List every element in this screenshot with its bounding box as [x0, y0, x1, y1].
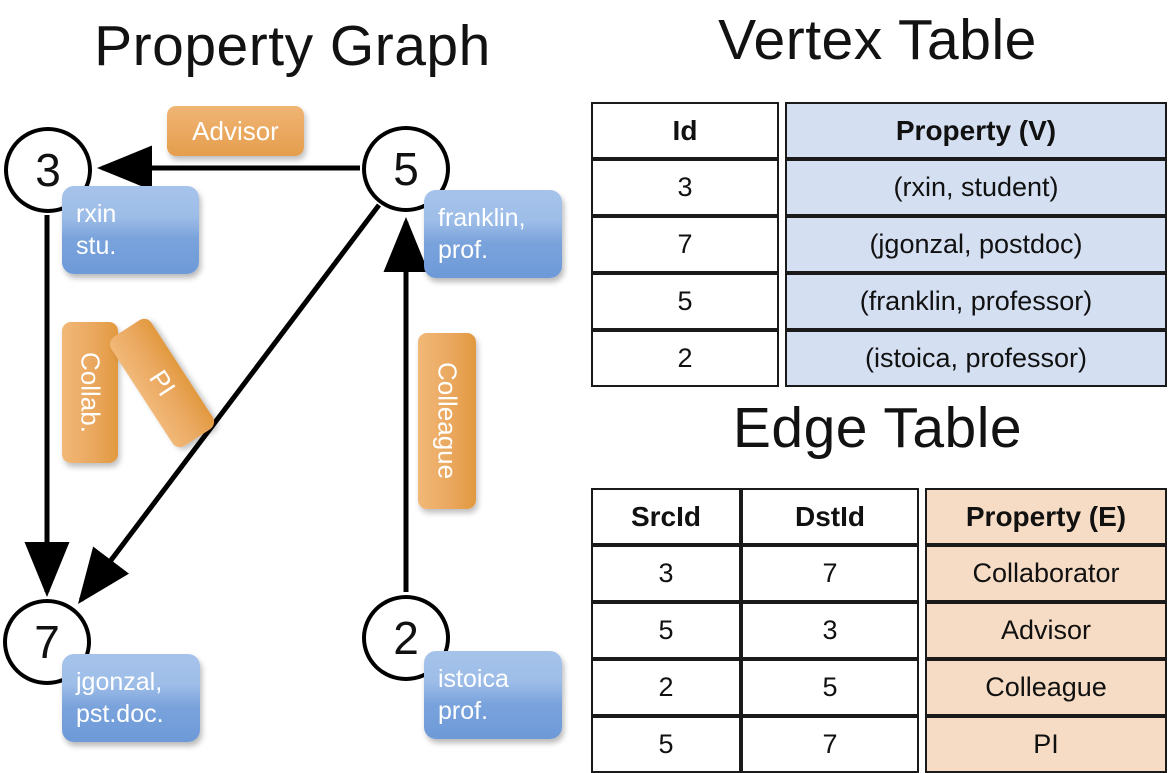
table-row: 3 7 Collaborator — [591, 545, 1167, 602]
vertex-cell-property: (franklin, professor) — [785, 273, 1167, 330]
vertex-cell-property: (istoica, professor) — [785, 330, 1167, 387]
edge-label-text: Colleague — [432, 362, 463, 480]
vertex-property-line-2: stu. — [76, 232, 117, 260]
vertex-cell-id: 5 — [591, 273, 779, 330]
edge-cell-dstid: 5 — [741, 659, 919, 716]
edge-label-text: Advisor — [192, 115, 279, 146]
edge-cell-property: Advisor — [925, 602, 1167, 659]
vertex-cell-property: (jgonzal, postdoc) — [785, 216, 1167, 273]
edge-cell-dstid: 3 — [741, 602, 919, 659]
property-graph-panel: Property Graph 3 5 7 2 rxin stu. frankli… — [0, 0, 585, 760]
vertex-cell-id: 7 — [591, 216, 779, 273]
vertex-property-line-2: pst.doc. — [76, 700, 164, 728]
edge-cell-property: Collaborator — [925, 545, 1167, 602]
vertex-table: Id Property (V) 3 (rxin, student) 7 (jgo… — [591, 102, 1167, 387]
edge-cell-srcid: 2 — [591, 659, 741, 716]
vertex-property-box-2: istoica prof. — [424, 651, 562, 739]
table-row: 5 (franklin, professor) — [591, 273, 1167, 330]
page-title-property-graph: Property Graph — [94, 14, 491, 78]
graph-node-5[interactable]: 5 — [362, 126, 450, 212]
graph-node-label: 3 — [35, 144, 61, 196]
edge-cell-dstid: 7 — [741, 545, 919, 602]
edge-cell-srcid: 3 — [591, 545, 741, 602]
edge-label-colleague: Colleague — [418, 333, 476, 509]
graph-node-2[interactable]: 2 — [362, 595, 450, 681]
page-title-vertex-table: Vertex Table — [718, 8, 1037, 72]
edge-table: SrcId DstId Property (E) 3 7 Collaborato… — [591, 488, 1167, 773]
table-row: 2 (istoica, professor) — [591, 330, 1167, 387]
vertex-property-box-5: franklin, prof. — [424, 190, 562, 278]
graph-node-label: 2 — [393, 612, 419, 664]
edge-label-collab: Collab. — [62, 322, 118, 463]
graph-edges-svg — [24, 145, 429, 604]
vertex-property-line-2: prof. — [438, 236, 489, 264]
vertex-property-line-1: jgonzal, — [76, 668, 163, 696]
edge-table-header-property: Property (E) — [925, 488, 1167, 545]
vertex-property-line-1: franklin, — [438, 204, 526, 232]
edge-cell-srcid: 5 — [591, 602, 741, 659]
graph-node-label: 5 — [393, 143, 419, 195]
table-row: 5 7 PI — [591, 716, 1167, 773]
edge-label-text: PI — [143, 364, 182, 402]
edge-cell-property: PI — [925, 716, 1167, 773]
edge-cell-dstid: 7 — [741, 716, 919, 773]
edge-cell-property: Colleague — [925, 659, 1167, 716]
edge-label-text: Collab. — [75, 352, 106, 433]
page-title-edge-table: Edge Table — [732, 396, 1023, 460]
vertex-cell-id: 2 — [591, 330, 779, 387]
vertex-property-line-1: rxin — [76, 200, 117, 228]
edge-label-advisor: Advisor — [167, 106, 304, 156]
vertex-property-line-2: prof. — [438, 697, 489, 725]
vertex-table-header-property: Property (V) — [785, 102, 1167, 159]
table-header-row: SrcId DstId Property (E) — [591, 488, 1167, 545]
vertex-property-line-1: istoica — [438, 665, 509, 693]
vertex-property-box-7: jgonzal, pst.doc. — [62, 654, 200, 742]
vertex-property-box-3: rxin stu. — [62, 186, 199, 274]
vertex-cell-id: 3 — [591, 159, 779, 216]
table-row: 5 3 Advisor — [591, 602, 1167, 659]
edge-5-to-7 — [77, 203, 381, 604]
table-row: 7 (jgonzal, postdoc) — [591, 216, 1167, 273]
graph-node-label: 7 — [34, 616, 60, 668]
edge-cell-srcid: 5 — [591, 716, 741, 773]
table-header-row: Id Property (V) — [591, 102, 1167, 159]
table-row: 2 5 Colleague — [591, 659, 1167, 716]
edge-table-header-srcid: SrcId — [591, 488, 741, 545]
edge-table-header-dstid: DstId — [741, 488, 919, 545]
vertex-cell-property: (rxin, student) — [785, 159, 1167, 216]
table-row: 3 (rxin, student) — [591, 159, 1167, 216]
vertex-table-header-id: Id — [591, 102, 779, 159]
